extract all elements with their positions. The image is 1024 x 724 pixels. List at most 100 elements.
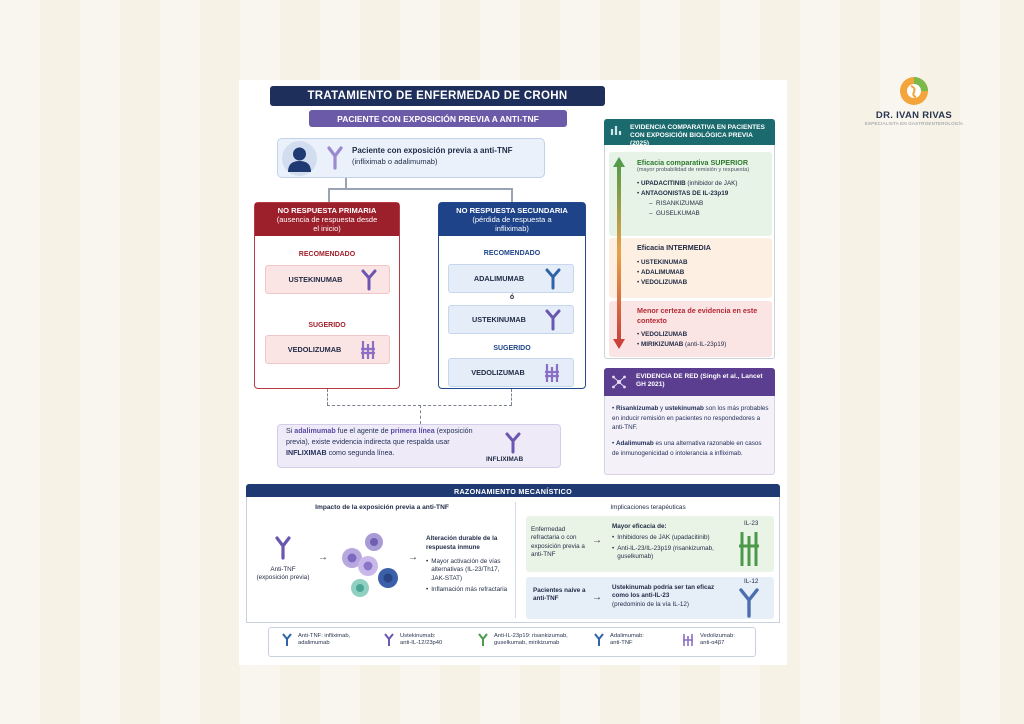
infliximab-label: INFLIXIMAB <box>486 456 524 463</box>
drug-name: VEDOLIZUMAB <box>471 368 525 377</box>
implication-row-refractory <box>526 516 774 572</box>
mechanism-left-title: Impacto de la exposición previa a anti-T… <box>315 504 449 511</box>
connector-line <box>328 188 330 202</box>
secondary-header: NO RESPUESTA SECUNDARIA (pérdida de resp… <box>439 203 585 236</box>
immune-cells-icon <box>338 530 408 609</box>
legend-item: Vedolizumab:anti-α4β7 <box>682 633 762 648</box>
mechanism-header: RAZONAMIENTO MECANÍSTICO <box>246 484 780 498</box>
legend-item: Adalimumab:anti-TNF <box>594 633 680 648</box>
page-title: TRATAMIENTO DE ENFERMEDAD DE CROHN <box>270 86 605 106</box>
refractory-label: Enfermedad refractaria o con exposición … <box>531 526 585 558</box>
ustekinumab-antibody-icon <box>545 309 561 330</box>
divider <box>515 502 516 618</box>
primary-suggested-drug: VEDOLIZUMAB <box>265 335 390 364</box>
legend <box>268 627 756 657</box>
connector-line <box>511 188 513 202</box>
or-separator: ó <box>509 294 515 301</box>
secondary-drug-1: ADALIMUMAB <box>448 264 574 293</box>
immune-effect-text: Alteración durable de la respuesta inmun… <box>426 535 508 593</box>
list-item: – RISANKIZUMAB <box>649 200 704 207</box>
list-item: • VEDOLIZUMAB <box>637 279 688 286</box>
mechanism-right-title: Implicaciones terapéuticas <box>610 504 686 511</box>
infliximab-antibody-icon <box>505 432 521 459</box>
primary-recommended-drug: USTEKINUMAB <box>265 265 390 294</box>
anti-tnf-caption: Anti-TNF (exposición previa) <box>256 566 310 582</box>
legend-item: Anti-TNF: infliximab,adalimumab <box>282 633 382 648</box>
vedolizumab-integrin-icon <box>545 363 559 382</box>
brand-subtitle: ESPECIALISTA EN GASTROENTEROLOGÍA <box>864 121 964 126</box>
naive-text: Ustekinumab podría ser tan eficaz como l… <box>612 584 715 608</box>
secondary-nonresponse-card: NO RESPUESTA SECUNDARIA (pérdida de resp… <box>438 202 586 389</box>
legend-items: Anti-TNF: infliximab,adalimumab Ustekinu… <box>282 633 762 648</box>
anti-tnf-antibody-icon <box>274 536 292 565</box>
list-item: • ANTAGONISTAS DE IL-23p19 <box>637 190 729 197</box>
primary-title: NO RESPUESTA PRIMARIA <box>277 206 377 215</box>
secondary-detail: (pérdida de respuesta a infliximab) <box>472 215 552 233</box>
il12-antibody-icon <box>738 588 760 623</box>
arrow-icon: → <box>592 535 602 546</box>
secondary-drug-2: USTEKINUMAB <box>448 305 574 334</box>
lower-certainty-title: Menor certeza de evidencia en este conte… <box>637 306 758 325</box>
primary-detail: (ausencia de respuesta desde el inicio) <box>276 215 378 233</box>
bar-chart-icon <box>610 123 624 142</box>
up-down-arrow-icon <box>612 155 626 356</box>
network-evidence-body <box>604 396 775 475</box>
vedolizumab-integrin-icon <box>361 340 375 359</box>
anti-tnf-antibody-icon <box>545 268 561 289</box>
secondary-suggested-label: SUGERIDO <box>493 345 531 352</box>
intermediate-title: Eficacia INTERMEDIA <box>637 243 711 252</box>
intermediate-block: Eficacia INTERMEDIA • USTEKINUMAB • ADAL… <box>637 243 769 288</box>
dashed-connector <box>327 405 512 406</box>
comparative-evidence-header: EVIDENCIA COMPARATIVA EN PACIENTES CON E… <box>604 119 775 147</box>
lower-certainty-block: Menor certeza de evidencia en este conte… <box>637 306 762 350</box>
dashed-connector <box>327 389 328 405</box>
superior-title: Eficacia comparativa SUPERIOR <box>637 158 749 167</box>
brand-name: DR. IVAN RIVAS <box>875 110 953 121</box>
ustekinumab-antibody-icon <box>361 269 377 290</box>
arrow-icon: → <box>592 592 602 603</box>
network-evidence-header: EVIDENCIA DE RED (Singh et al., Lancet G… <box>604 368 775 396</box>
connector-line <box>328 188 512 190</box>
ustekinumab-antibody-icon <box>384 633 394 647</box>
list-item: • USTEKINUMAB <box>637 259 688 266</box>
patient-title: Paciente con exposición previa a anti-TN… <box>352 146 513 155</box>
drug-name: USTEKINUMAB <box>472 315 526 324</box>
list-item: • VEDOLIZUMAB <box>637 331 688 338</box>
patient-description: Paciente con exposición previa a anti-TN… <box>352 145 513 167</box>
primary-recommended-label: RECOMENDADO <box>298 251 356 258</box>
list-item: – GUSELKUMAB <box>649 210 700 217</box>
superior-detail: (mayor probabilidad de remisión y respue… <box>637 167 750 173</box>
vedolizumab-integrin-icon <box>683 634 693 647</box>
implication-row-naive <box>526 577 774 619</box>
adalimumab-note-text: Si adalimumab fue el agente de primera l… <box>286 427 473 457</box>
arrow-icon: → <box>408 552 418 563</box>
drug-name: USTEKINUMAB <box>288 275 343 284</box>
superior-block: Eficacia comparativa SUPERIOR (mayor pro… <box>637 158 769 219</box>
list-item: • MIRIKIZUMAB (anti-IL-23p19) <box>637 341 727 348</box>
dashed-connector <box>511 389 512 405</box>
il12-tag: IL-12 <box>744 578 759 585</box>
secondary-recommended-label: RECOMENDADO <box>483 250 541 257</box>
il23-tag: IL-23 <box>744 520 759 527</box>
anti-tnf-antibody-icon <box>282 633 292 647</box>
primary-suggested-label: SUGERIDO <box>308 322 346 329</box>
brand-logo-icon <box>897 74 931 108</box>
patient-avatar-icon <box>282 141 317 176</box>
network-icon <box>611 374 627 395</box>
tier-superior <box>609 152 772 236</box>
legend-item: Anti-IL-23p19: risankizumab,guselkumab, … <box>478 633 592 648</box>
list-item: • ADALIMUMAB <box>637 269 685 276</box>
drug-name: ADALIMUMAB <box>473 274 525 283</box>
refractory-text: Mayor eficacia de: •Inhibidores de JAK (… <box>612 523 714 560</box>
antibody-icon <box>326 146 344 175</box>
connector-line <box>345 178 347 188</box>
tier-lower-certainty <box>609 301 772 357</box>
arrow-icon: → <box>318 552 328 563</box>
page-subtitle: PACIENTE CON EXPOSICIÓN PREVIA A ANTI-TN… <box>309 110 567 127</box>
il23-receptor-icon <box>738 530 760 573</box>
brand-logo-block: DR. IVAN RIVAS ESPECIALISTA EN GASTROENT… <box>864 74 964 126</box>
legend-item: Ustekinumab:anti-IL-12/23p40 <box>384 633 476 648</box>
adalimumab-antibody-icon <box>594 633 604 647</box>
naive-label: Pacientes naive a anti-TNF <box>533 587 586 603</box>
list-item: • UPADACITINIB (inhibidor de JAK) <box>637 180 738 187</box>
